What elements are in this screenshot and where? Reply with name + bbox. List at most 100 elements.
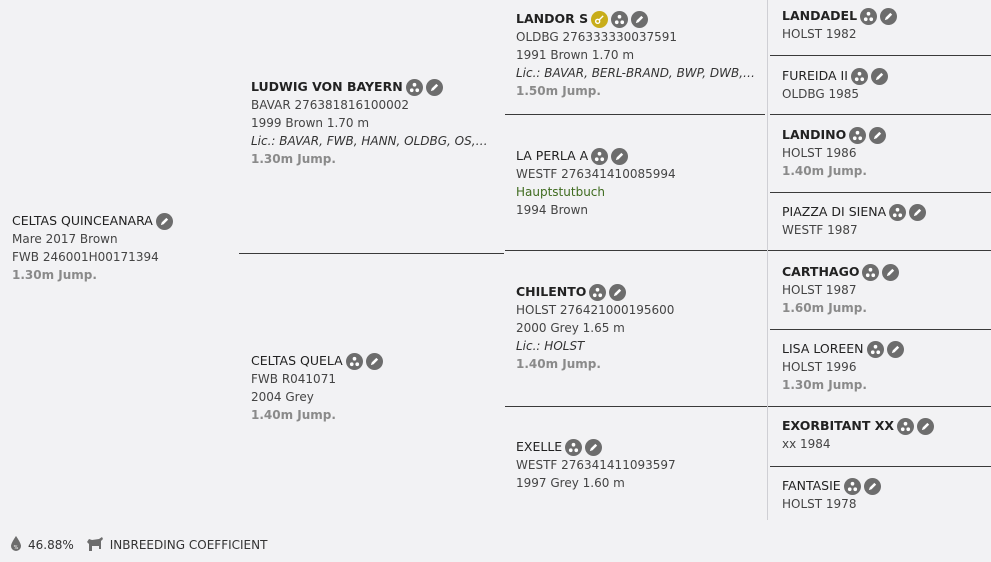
jump-level: 1.60m Jump. — [782, 301, 867, 315]
pencil-edit-icon[interactable] — [609, 283, 627, 301]
pencil-edit-icon[interactable] — [863, 477, 881, 495]
divider-sire-dam — [239, 253, 504, 254]
horse-name[interactable]: LUDWIG VON BAYERN — [251, 79, 403, 94]
jump-level: 1.40m Jump. — [782, 164, 867, 178]
horse-registration: WESTF 276341411093597 — [516, 458, 676, 472]
jump-level: 1.30m Jump. — [12, 268, 97, 282]
pencil-edit-icon[interactable] — [425, 78, 443, 96]
divider-sire-parents — [505, 114, 765, 115]
pedigree-tree-icon[interactable] — [889, 203, 907, 221]
pedigree-tree-icon[interactable] — [565, 438, 583, 456]
ancestor-landino: LANDINO HOLST 1986 1.40m Jump. — [782, 126, 887, 180]
pedigree-tree-icon[interactable] — [862, 263, 880, 281]
horse-name[interactable]: FUREIDA II — [782, 68, 848, 83]
jump-level: 1.30m Jump. — [782, 378, 867, 392]
dam-horse: CELTAS QUELA FWB R041071 2004 Grey 1.40m… — [251, 352, 383, 424]
pencil-edit-icon[interactable] — [611, 147, 629, 165]
jump-level: 1.40m Jump. — [516, 357, 601, 371]
pedigree-tree-icon[interactable] — [611, 10, 629, 28]
ancestor-exorbitant: EXORBITANT XX xx 1984 — [782, 417, 935, 453]
horse-name[interactable]: CARTHAGO — [782, 264, 860, 279]
horse-name[interactable]: CELTAS QUELA — [251, 353, 343, 368]
horse-info: Mare 2017 Brown — [12, 232, 118, 246]
horse-name[interactable]: FANTASIE — [782, 478, 841, 493]
jump-level: 1.50m Jump. — [516, 84, 601, 98]
licenses: Lic.: BAVAR, BERL-BRAND, BWP, DWB, HANN,… — [516, 66, 756, 80]
divider-gen3-e — [770, 466, 991, 467]
horse-info: HOLST 1987 — [782, 283, 857, 297]
inbreeding-coefficient: % 46.88% INBREEDING COEFFICIENT — [10, 535, 267, 555]
horse-info: HOLST 1978 — [782, 497, 857, 511]
licenses: Lic.: BAVAR, FWB, HANN, OLDBG, OS, WESTF — [251, 134, 491, 148]
pedigree-tree-icon[interactable] — [866, 340, 884, 358]
dam-sire-horse: CHILENTO HOLST 276421000195600 2000 Grey… — [516, 283, 674, 373]
pencil-edit-icon[interactable] — [870, 67, 888, 85]
percent-drop-icon: % — [10, 535, 22, 555]
ancestor-lisa-loreen: LISA LOREEN HOLST 1996 1.30m Jump. — [782, 340, 904, 394]
pencil-edit-icon[interactable] — [880, 7, 898, 25]
horse-name[interactable]: LANDINO — [782, 127, 847, 142]
ancestor-landadel: LANDADEL HOLST 1982 — [782, 7, 898, 43]
ancestor-carthago: CARTHAGO HOLST 1987 1.60m Jump. — [782, 263, 900, 317]
horse-name[interactable]: LANDOR S — [516, 11, 589, 26]
inbreeding-percent: 46.88% — [28, 538, 74, 552]
pencil-edit-icon[interactable] — [886, 340, 904, 358]
horse-info: OLDBG 1985 — [782, 87, 860, 101]
jump-level: 1.40m Jump. — [251, 408, 336, 422]
studbook-label: Hauptstutbuch — [516, 185, 605, 199]
horse-info: 2000 Grey 1.65 m — [516, 321, 625, 335]
horse-info: 2004 Grey — [251, 390, 314, 404]
separator-gen3 — [767, 0, 768, 520]
subject-horse: CELTAS QUINCEANARA Mare 2017 Brown FWB 2… — [12, 212, 173, 284]
pencil-edit-icon[interactable] — [631, 10, 649, 28]
pencil-edit-icon[interactable] — [882, 263, 900, 281]
dam-dam-horse: EXELLE WESTF 276341411093597 1997 Grey 1… — [516, 438, 676, 492]
divider-gen3-a — [770, 55, 991, 56]
horse-registration: WESTF 276341410085994 — [516, 167, 676, 181]
pencil-edit-icon[interactable] — [917, 417, 935, 435]
pedigree-tree-icon[interactable] — [860, 7, 878, 25]
horse-icon — [86, 536, 104, 555]
horse-info: HOLST 1986 — [782, 146, 857, 160]
pedigree-tree-icon[interactable] — [345, 352, 363, 370]
sire-horse: LUDWIG VON BAYERN BAVAR 276381816100002 … — [251, 78, 491, 168]
inbreeding-label: INBREEDING COEFFICIENT — [109, 538, 268, 552]
pencil-edit-icon[interactable] — [909, 203, 927, 221]
horse-name[interactable]: EXORBITANT XX — [782, 418, 895, 433]
pedigree-tree-icon[interactable] — [843, 477, 861, 495]
horse-info: 1997 Grey 1.60 m — [516, 476, 625, 490]
ancestor-fantasie: FANTASIE HOLST 1978 — [782, 477, 881, 513]
sire-sire-horse: LANDOR S OLDBG 276333330037591 1991 Brow… — [516, 10, 756, 100]
horse-name[interactable]: LISA LOREEN — [782, 341, 864, 356]
pencil-edit-icon[interactable] — [155, 212, 173, 230]
svg-text:%: % — [14, 545, 19, 551]
horse-name[interactable]: PIAZZA DI SIENA — [782, 204, 887, 219]
divider-generations — [505, 250, 991, 251]
pedigree-tree-icon[interactable] — [849, 126, 867, 144]
pedigree-tree-icon[interactable] — [897, 417, 915, 435]
pencil-edit-icon[interactable] — [585, 438, 603, 456]
pencil-edit-icon[interactable] — [869, 126, 887, 144]
horse-registration: FWB 246001H00171394 — [12, 250, 159, 264]
divider-gen3-d — [770, 329, 991, 330]
divider-dam-parents — [505, 406, 991, 407]
sire-dam-horse: LA PERLA A WESTF 276341410085994 Hauptst… — [516, 147, 676, 219]
horse-info: HOLST 1996 — [782, 360, 857, 374]
horse-registration: HOLST 276421000195600 — [516, 303, 675, 317]
horse-name[interactable]: CELTAS QUINCEANARA — [12, 213, 153, 228]
pedigree-tree-icon[interactable] — [850, 67, 868, 85]
horse-registration: BAVAR 276381816100002 — [251, 98, 409, 112]
horse-info: xx 1984 — [782, 437, 831, 451]
horse-name[interactable]: LANDADEL — [782, 8, 858, 23]
horse-info: HOLST 1982 — [782, 27, 857, 41]
key-icon[interactable] — [591, 10, 609, 28]
horse-name[interactable]: LA PERLA A — [516, 148, 589, 163]
horse-name[interactable]: CHILENTO — [516, 284, 587, 299]
divider-gen3-c — [770, 192, 991, 193]
horse-name[interactable]: EXELLE — [516, 439, 563, 454]
pencil-edit-icon[interactable] — [365, 352, 383, 370]
pedigree-tree-icon[interactable] — [405, 78, 423, 96]
pedigree-tree-icon[interactable] — [589, 283, 607, 301]
pedigree-tree-icon[interactable] — [591, 147, 609, 165]
